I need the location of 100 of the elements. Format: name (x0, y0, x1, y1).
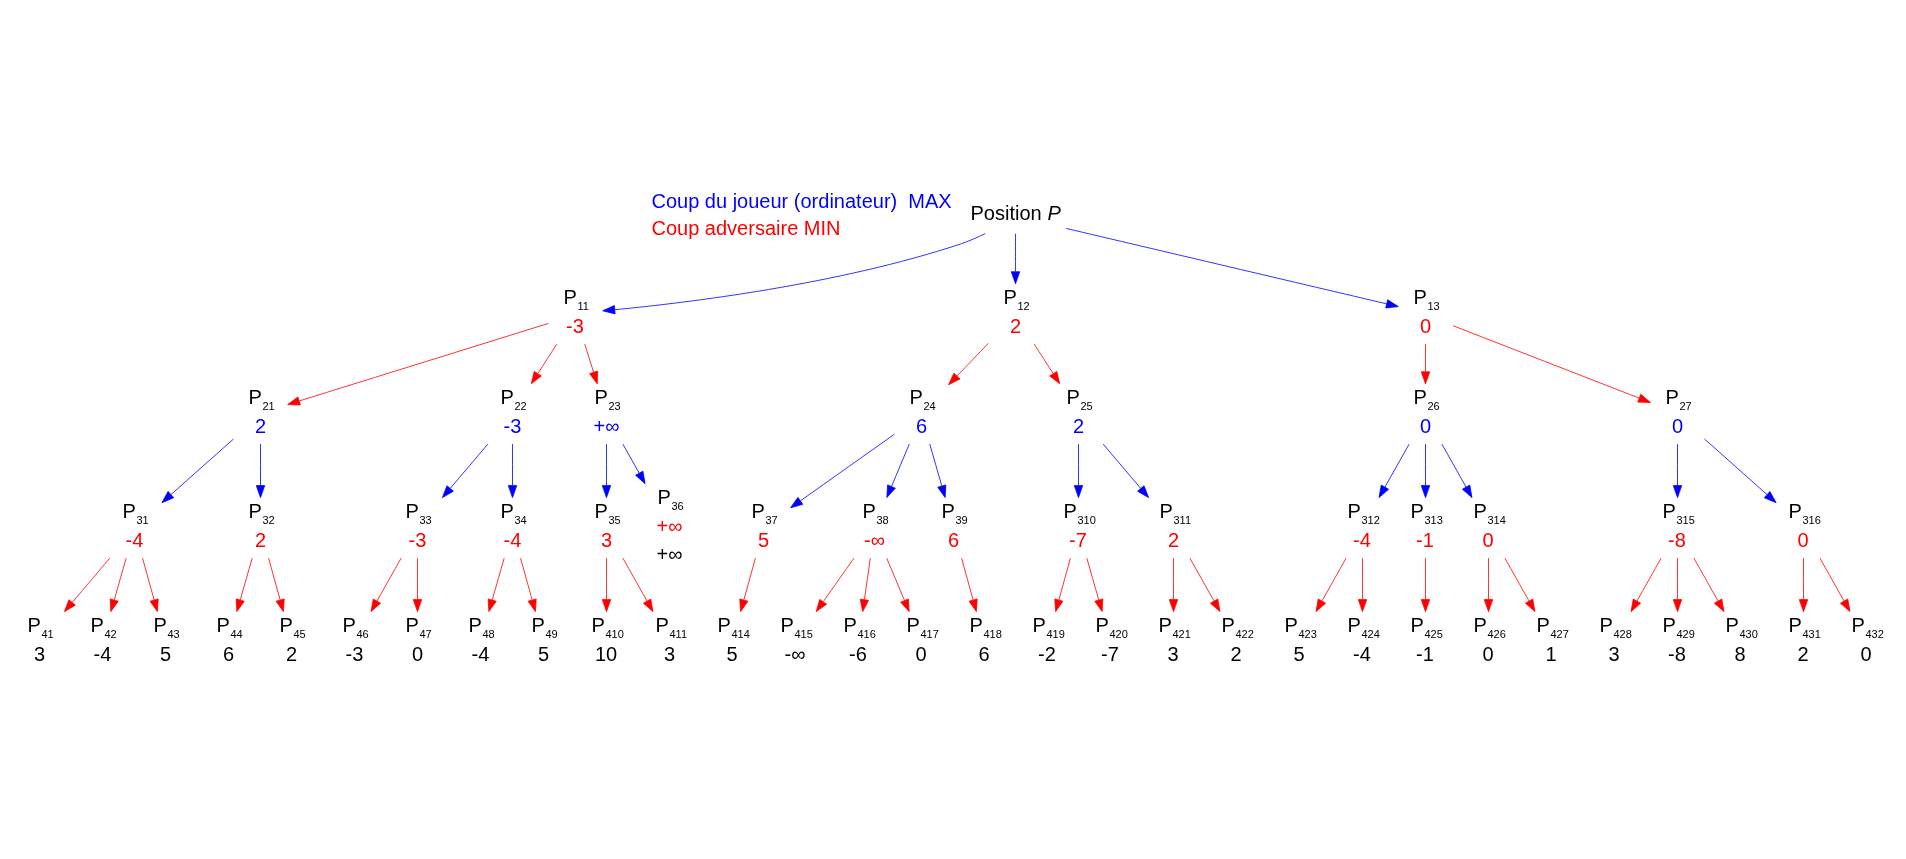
node-text: P$_{418}$ 6 (969, 614, 1002, 665)
arrow (622, 443, 646, 485)
node-text: P$_{12}$ 2 (1003, 286, 1030, 337)
node-text: P$_{422}$ 2 (1221, 614, 1254, 665)
arrow (1102, 443, 1149, 498)
arrow (1672, 557, 1683, 612)
arrow (268, 557, 285, 612)
arrow (1189, 557, 1221, 612)
node-text: P$_{47}$ 0 (405, 614, 432, 665)
node-text: P$_{315}$ -8 (1662, 500, 1695, 551)
arrow (1819, 557, 1851, 612)
node-text: P$_{427}$ 1 (1536, 614, 1569, 665)
arrow (412, 557, 423, 612)
node-text: P$_{44}$ 6 (216, 614, 243, 665)
arrow (142, 557, 159, 612)
arrow (1483, 557, 1494, 612)
node-text: P$_{34}$ -4 (500, 500, 527, 551)
arrow (507, 443, 518, 498)
node-text: P$_{42}$ -4 (90, 614, 117, 665)
arrow (1054, 557, 1071, 612)
node-label: +∞ (656, 543, 683, 565)
node-text: P$_{31}$ -4 (122, 500, 149, 551)
arrow (287, 323, 549, 406)
arrow (1630, 557, 1662, 612)
node-text: P$_{314}$ 0 (1473, 500, 1506, 551)
node-text: P$_{431}$ 2 (1788, 614, 1821, 665)
node-text: P$_{410}$ 10 (591, 614, 624, 665)
arrow (1065, 228, 1399, 309)
arrow (1010, 233, 1021, 285)
node-text: P$_{21}$ 2 (248, 386, 275, 437)
node-text: P$_{41}$ 3 (27, 614, 54, 665)
arrow (1315, 557, 1347, 612)
node-text: P$_{313}$ -1 (1410, 500, 1443, 551)
arrow (929, 443, 947, 498)
node-text: P$_{430}$ 8 (1725, 614, 1758, 665)
node-text: P$_{310}$ -7 (1063, 500, 1096, 551)
node-text: P$_{425}$ -1 (1410, 614, 1443, 665)
node-text: P$_{312}$ -4 (1347, 500, 1380, 551)
arrow (1420, 343, 1431, 385)
node-text: P$_{27}$ 0 (1665, 386, 1692, 437)
node-text: P$_{426}$ 0 (1473, 614, 1506, 665)
node-text: P$_{23}$ +∞ (593, 386, 621, 437)
node-text: P$_{415}$ -∞ (780, 614, 813, 665)
node-text: P$_{316}$ 0 (1788, 500, 1821, 551)
node-text: P$_{420}$ -7 (1095, 614, 1128, 665)
arrow (109, 557, 127, 612)
node-text: P$_{36}$ +∞ (656, 486, 684, 537)
arrow (948, 342, 989, 386)
arrow (602, 233, 986, 315)
node-text: P$_{24}$ 6 (909, 386, 936, 437)
node-text: P$_{32}$ 2 (248, 500, 275, 551)
node-text: P$_{49}$ 5 (531, 614, 558, 665)
arrow (1357, 557, 1368, 612)
node-text: P$_{26}$ 0 (1413, 386, 1440, 437)
node-text: P$_{429}$ -8 (1662, 614, 1695, 665)
arrow (1073, 443, 1084, 498)
node-text: P$_{417}$ 0 (906, 614, 939, 665)
arrow (255, 443, 266, 498)
arrow (961, 557, 978, 612)
arrow (520, 557, 537, 612)
node-text: P$_{22}$ -3 (500, 386, 527, 437)
node-text: P$_{45}$ 2 (279, 614, 306, 665)
arrow (601, 443, 612, 498)
arrow (1441, 443, 1473, 498)
arrow (1086, 557, 1104, 612)
arrow (1033, 343, 1061, 385)
node-text: P$_{414}$ 5 (717, 614, 750, 665)
arrow (790, 433, 895, 509)
node-text: P$_{46}$ -3 (342, 614, 369, 665)
arrow (1672, 443, 1683, 498)
node-text: P$_{35}$ 3 (594, 500, 621, 551)
node-text: P$_{311}$ 2 (1159, 500, 1192, 551)
arrow (1452, 325, 1651, 403)
arrow (1504, 557, 1536, 612)
legend-label: Coup adversaire MIN (651, 216, 841, 239)
node-text: P$_{421}$ 3 (1158, 614, 1191, 665)
node-text: P$_{416}$ -6 (843, 614, 876, 665)
arrow (161, 438, 234, 504)
arrow (64, 557, 111, 612)
node-text: P$_{43}$ 5 (153, 614, 180, 665)
node-text: P$_{25}$ 2 (1066, 386, 1093, 437)
arrow (815, 557, 855, 612)
node-text: P$_{39}$ 6 (941, 500, 968, 551)
arrow (1168, 557, 1179, 612)
legend-label: Coup du joueur (ordinateur) MAX (651, 189, 952, 212)
arrow (584, 343, 599, 385)
arrow (886, 443, 910, 498)
arrow (530, 343, 558, 385)
arrow (1420, 557, 1431, 612)
arrow (1378, 443, 1410, 498)
arrow (601, 557, 612, 612)
node-text: P$_{424}$ -4 (1347, 614, 1380, 665)
arrow (1798, 557, 1809, 612)
arrow (487, 557, 505, 612)
node-text: Position P (970, 201, 1061, 224)
node-text: P$_{13}$ 0 (1413, 286, 1440, 337)
node-text: P$_{428}$ 3 (1599, 614, 1632, 665)
node-text: P$_{37}$ 5 (751, 500, 778, 551)
node-text: P$_{33}$ -3 (405, 500, 432, 551)
node-text: P$_{419}$ -2 (1032, 614, 1065, 665)
